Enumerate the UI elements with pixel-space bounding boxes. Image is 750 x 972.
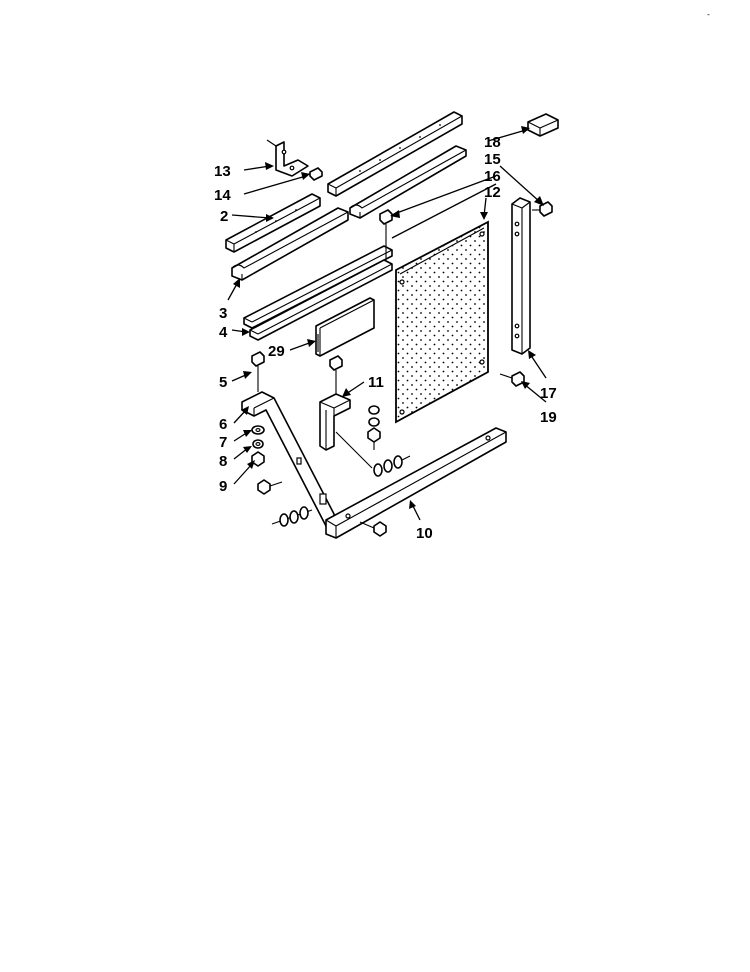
callout-13: 13 <box>214 163 231 180</box>
lower-left-hardware <box>271 506 313 527</box>
callout-labels: 18 15 13 16 12 14 2 3 4 29 5 11 6 7 8 9 … <box>214 134 557 542</box>
corner-mark: - <box>707 10 710 19</box>
base-rail-bolt <box>359 521 387 537</box>
part-4-strip <box>249 259 393 341</box>
part-8-lockwasher <box>252 439 264 449</box>
part-16-screw <box>379 209 393 238</box>
part-18-block <box>527 113 559 137</box>
part-9-nut <box>251 451 265 467</box>
callout-11: 11 <box>368 374 384 391</box>
leader-lines <box>227 126 547 521</box>
center-hardware <box>367 405 411 477</box>
part-12-perforated-panel <box>395 220 489 424</box>
callout-6: 6 <box>219 416 227 433</box>
callout-16: 16 <box>484 168 501 185</box>
callout-10: 10 <box>416 525 433 542</box>
callout-4: 4 <box>219 324 228 341</box>
callout-15: 15 <box>484 151 501 168</box>
callout-8: 8 <box>219 453 227 470</box>
part-13-bracket <box>266 139 309 177</box>
callout-12: 12 <box>484 184 501 201</box>
part-5-bolt <box>251 351 265 392</box>
callout-14: 14 <box>214 187 231 204</box>
callout-29: 29 <box>268 343 285 360</box>
middle-channel <box>243 238 393 329</box>
part-3-channel <box>231 207 349 281</box>
part-10-base-rail <box>325 427 507 539</box>
callout-3: 3 <box>219 305 227 322</box>
left-bolt <box>257 479 283 495</box>
part-19-screw <box>499 371 525 387</box>
top-rail <box>327 111 463 197</box>
part-2-rail <box>225 193 321 253</box>
callout-7: 7 <box>219 434 227 451</box>
callout-2: 2 <box>220 208 228 225</box>
callout-17: 17 <box>540 385 557 402</box>
callout-18: 18 <box>484 134 501 151</box>
part-7-washer <box>251 425 265 435</box>
part-11-bracket <box>319 355 373 469</box>
upper-channel <box>349 145 467 219</box>
part-17-post <box>511 197 531 355</box>
callout-9: 9 <box>219 478 227 495</box>
part-29-filter <box>315 297 375 357</box>
callout-19: 19 <box>540 409 557 426</box>
callout-5: 5 <box>219 374 227 391</box>
